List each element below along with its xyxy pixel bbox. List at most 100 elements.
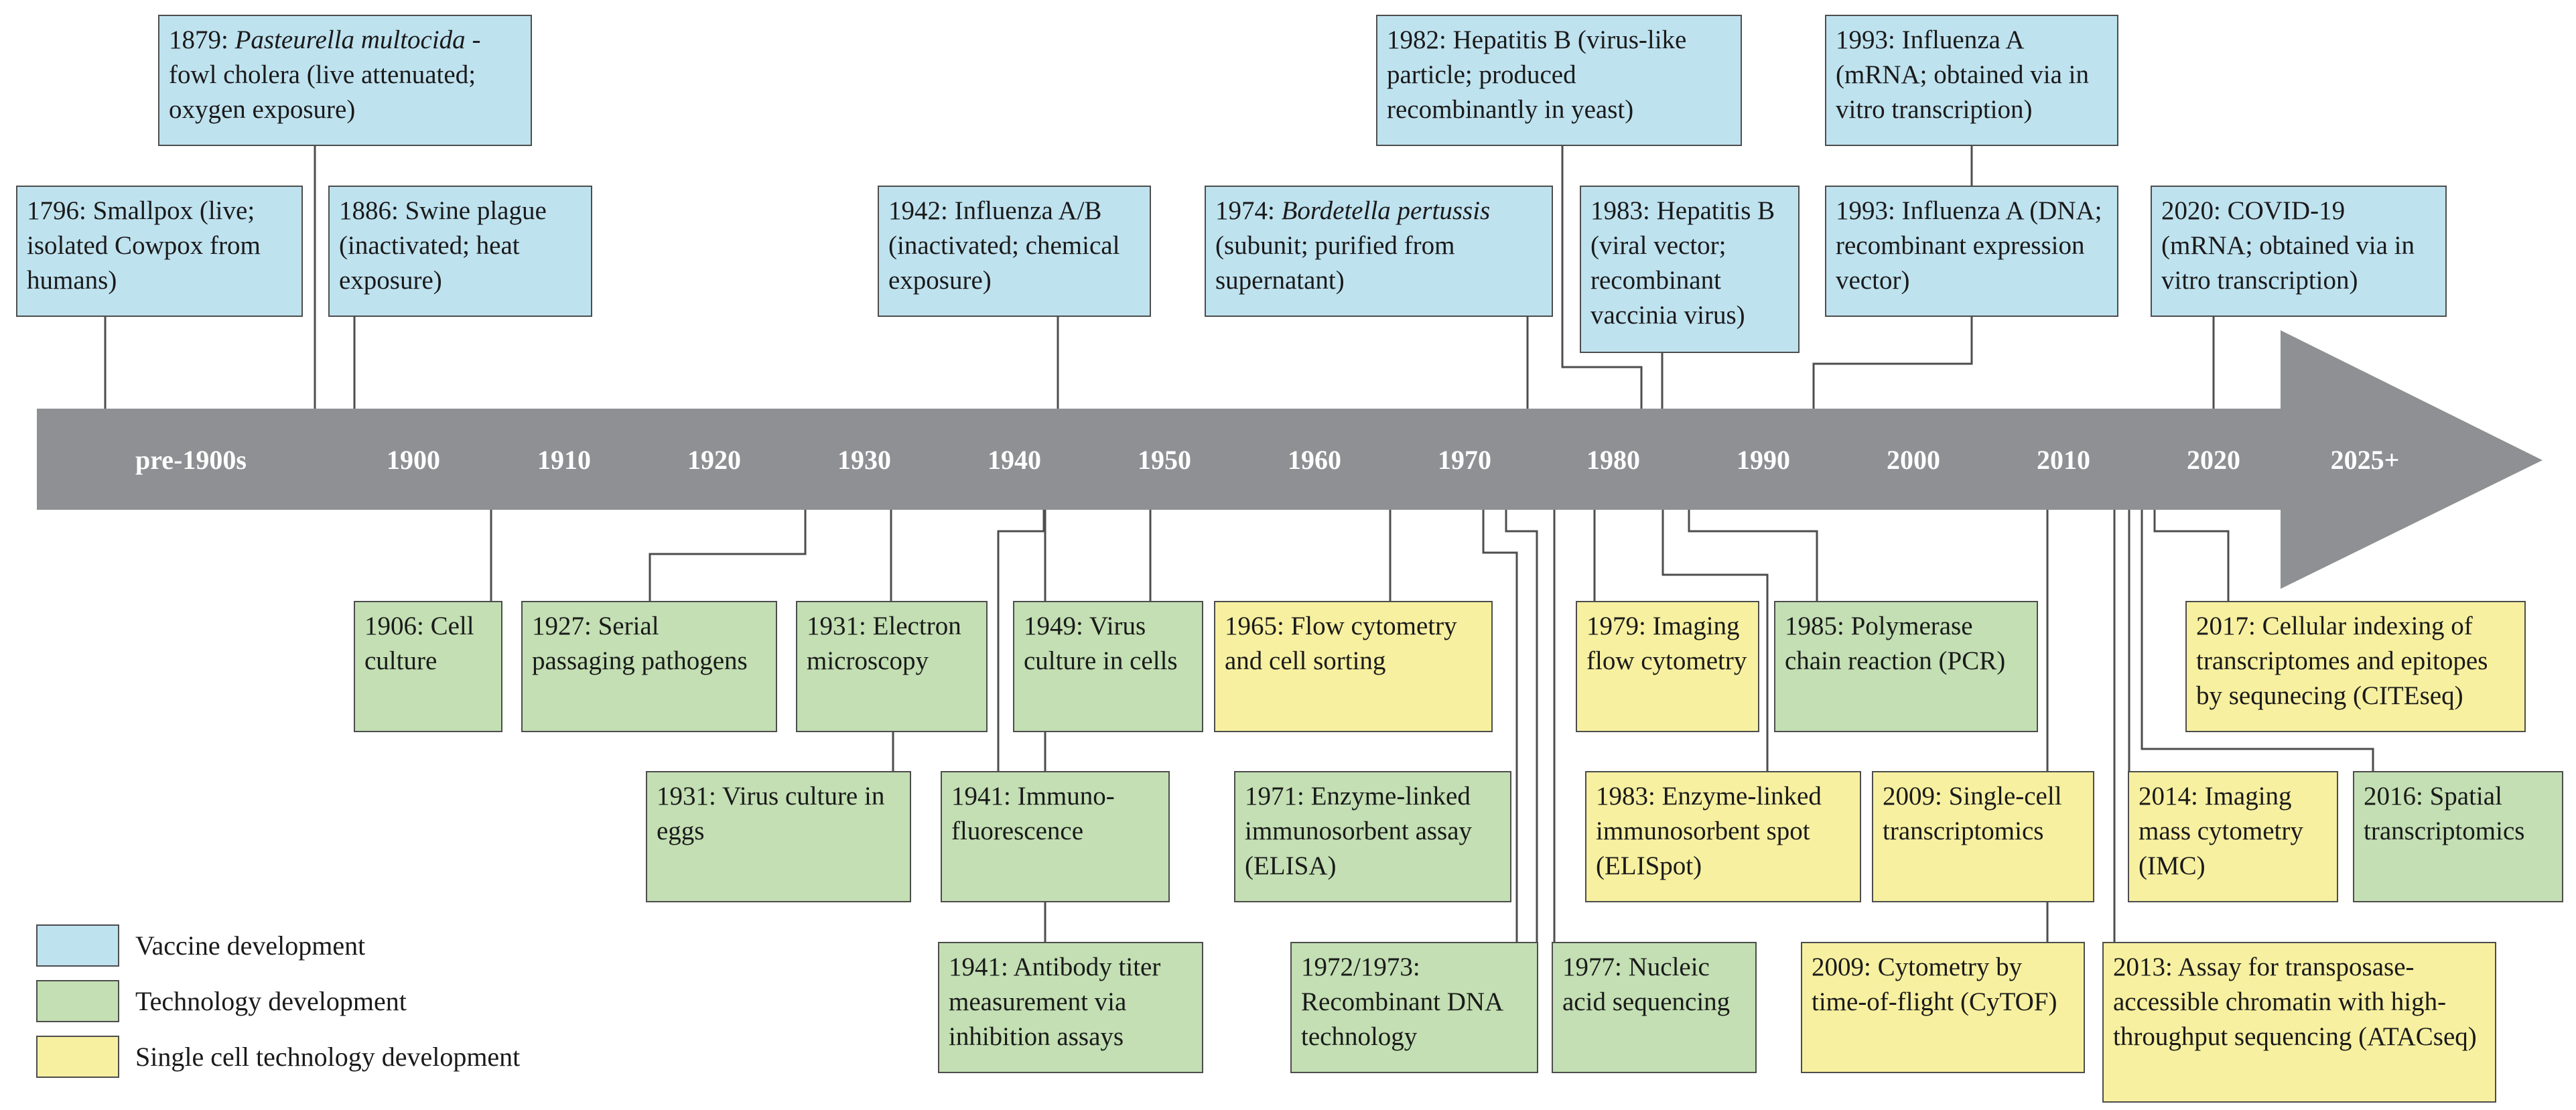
event-box-e1879: 1879: Pasteurella multocida - fowl chole… [158,15,532,146]
event-description: Flow cytometry and cell sorting [1225,612,1457,675]
event-description: Hepatitis B (virus-like particle; produc… [1387,25,1687,124]
axis-label-1980: 1980 [1586,445,1640,475]
event-description: Nucleic acid sequencing [1562,953,1731,1016]
event-box-e1942: 1942: Influenza A/B (inactivated; chemic… [878,186,1151,317]
axis-label-2020: 2020 [2187,445,2240,475]
event-box-e1993d: 1993: Influenza A (DNA; recombinant expr… [1825,186,2118,317]
event-year: 2009 [1812,953,1864,981]
axis-label-1900: 1900 [387,445,440,475]
event-description: Recombinant DNA technology [1301,987,1503,1051]
event-description: Spatial transcriptomics [2364,782,2525,845]
event-box-e1982: 1982: Hepatitis B (virus-like particle; … [1376,15,1742,146]
event-year: 1879 [169,25,221,54]
event-box-e1941if: 1941: Immuno-fluorescence [941,771,1170,902]
connector-line [2141,510,2374,771]
event-description: Virus culture in eggs [657,782,885,845]
event-year: 1796 [27,196,79,225]
event-description: Imaging flow cytometry [1586,612,1747,675]
event-year: 1941 [951,782,1004,811]
event-box-e1974: 1974: Bordetella pertussis (subunit; pur… [1205,186,1553,317]
event-organism-name: Pasteurella multocida [234,25,466,54]
event-description: COVID-19 (mRNA; obtained via in vitro tr… [2161,196,2415,295]
event-description: Single-cell transcriptomics [1883,782,2062,845]
event-year: 2014 [2139,782,2191,811]
event-description: Antibody titer measurement via inhibitio… [949,953,1161,1051]
event-box-e1941ab: 1941: Antibody titer measurement via inh… [938,942,1203,1073]
event-organism-name: Bordetella pertussis [1281,196,1491,225]
event-box-e2017: 2017: Cellular indexing of transcriptome… [2185,601,2526,732]
event-year: 1977 [1562,953,1615,981]
axis-label-1990: 1990 [1737,445,1790,475]
connector-line [649,510,807,601]
event-box-e1796: 1796: Smallpox (live; isolated Cowpox fr… [16,186,303,317]
event-description: Smallpox (live; isolated Cowpox from hum… [27,196,261,295]
connector-line [1482,510,1518,942]
connector-line [1561,146,1643,409]
axis-label-1940: 1940 [988,445,1041,475]
event-year: 1927 [532,612,584,640]
connector-line [997,510,1045,771]
event-box-e1977: 1977: Nucleic acid sequencing [1552,942,1757,1073]
event-year: 1906 [364,612,417,640]
event-year: 1965 [1225,612,1277,640]
legend-swatch-vaccine [36,924,119,967]
event-year: 1972/1973 [1301,953,1413,981]
connector-line [2153,510,2230,601]
event-box-e2016: 2016: Spatial transcriptomics [2353,771,2563,902]
event-year: 1983 [1590,196,1643,225]
event-description: - fowl cholera (live attenuated; oxygen … [169,25,481,124]
event-description: Cell culture [364,612,474,675]
legend-label-vaccine: Vaccine development [135,930,365,961]
axis-label-1960: 1960 [1288,445,1341,475]
event-year: 2020 [2161,196,2214,225]
event-description: Influenza A/B (inactivated; chemical exp… [888,196,1120,295]
connector-line [1688,510,1818,601]
connector-line [1662,510,1769,771]
event-box-e1985: 1985: Polymerase chain reaction (PCR) [1774,601,2038,732]
axis-label-2025: 2025+ [2331,445,2400,475]
event-box-e1972: 1972/1973: Recombinant DNA technology [1290,942,1538,1073]
event-box-e2013: 2013: Assay for transposase-accessible c… [2102,942,2496,1103]
axis-label-1930: 1930 [837,445,891,475]
legend-label-single-cell: Single cell technology development [135,1042,520,1072]
event-year: 1931 [657,782,709,811]
event-description: Virus culture in cells [1024,612,1178,675]
event-description: Enzyme-linked immunosorbent assay (ELISA… [1245,782,1473,880]
event-description: Serial passaging pathogens [532,612,748,675]
event-box-e1983hb: 1983: Hepatitis B (viral vector; recombi… [1580,186,1800,353]
event-description: Polymerase chain reaction (PCR) [1785,612,2006,675]
event-description: Enzyme-linked immunosorbent spot (ELISpo… [1596,782,1822,880]
event-box-e1949: 1949: Virus culture in cells [1013,601,1203,732]
event-box-e2014: 2014: Imaging mass cytometry (IMC) [2128,771,2338,902]
connector-lines [104,146,2374,943]
legend-label-technology: Technology development [135,986,407,1016]
event-description: Influenza A (mRNA; obtained via in vitro… [1836,25,2090,124]
event-box-e1983el: 1983: Enzyme-linked immunosorbent spot (… [1585,771,1861,902]
event-year: 1985 [1785,612,1837,640]
axis-label-1910: 1910 [537,445,591,475]
event-box-e2009sc: 2009: Single-cell transcriptomics [1872,771,2094,902]
event-year: 2016 [2364,782,2416,811]
event-box-e1931vc: 1931: Virus culture in eggs [646,771,911,902]
event-box-e1979: 1979: Imaging flow cytometry [1576,601,1759,732]
event-box-e1906: 1906: Cell culture [354,601,502,732]
event-box-e1886: 1886: Swine plague (inactivated; heat ex… [328,186,592,317]
event-year: 1982 [1387,25,1439,54]
event-year: 1993 [1836,196,1888,225]
event-box-e1965: 1965: Flow cytometry and cell sorting [1214,601,1493,732]
event-description: Influenza A (DNA; recombinant expression… [1836,196,2102,295]
event-description: Cellular indexing of transcriptomes and … [2196,612,2488,710]
event-year: 1941 [949,953,1001,981]
event-year: 2017 [2196,612,2248,640]
event-year: 1886 [339,196,391,225]
event-box-e1927: 1927: Serial passaging pathogens [521,601,777,732]
event-description: Immuno-fluorescence [951,782,1115,845]
event-description: Swine plague (inactivated; heat exposure… [339,196,547,295]
event-description: Imaging mass cytometry (IMC) [2139,782,2303,880]
event-box-e2009cy: 2009: Cytometry by time-of-flight (CyTOF… [1801,942,2085,1073]
event-description: (subunit; purified from supernatant) [1215,230,1455,295]
event-year: 1931 [807,612,859,640]
